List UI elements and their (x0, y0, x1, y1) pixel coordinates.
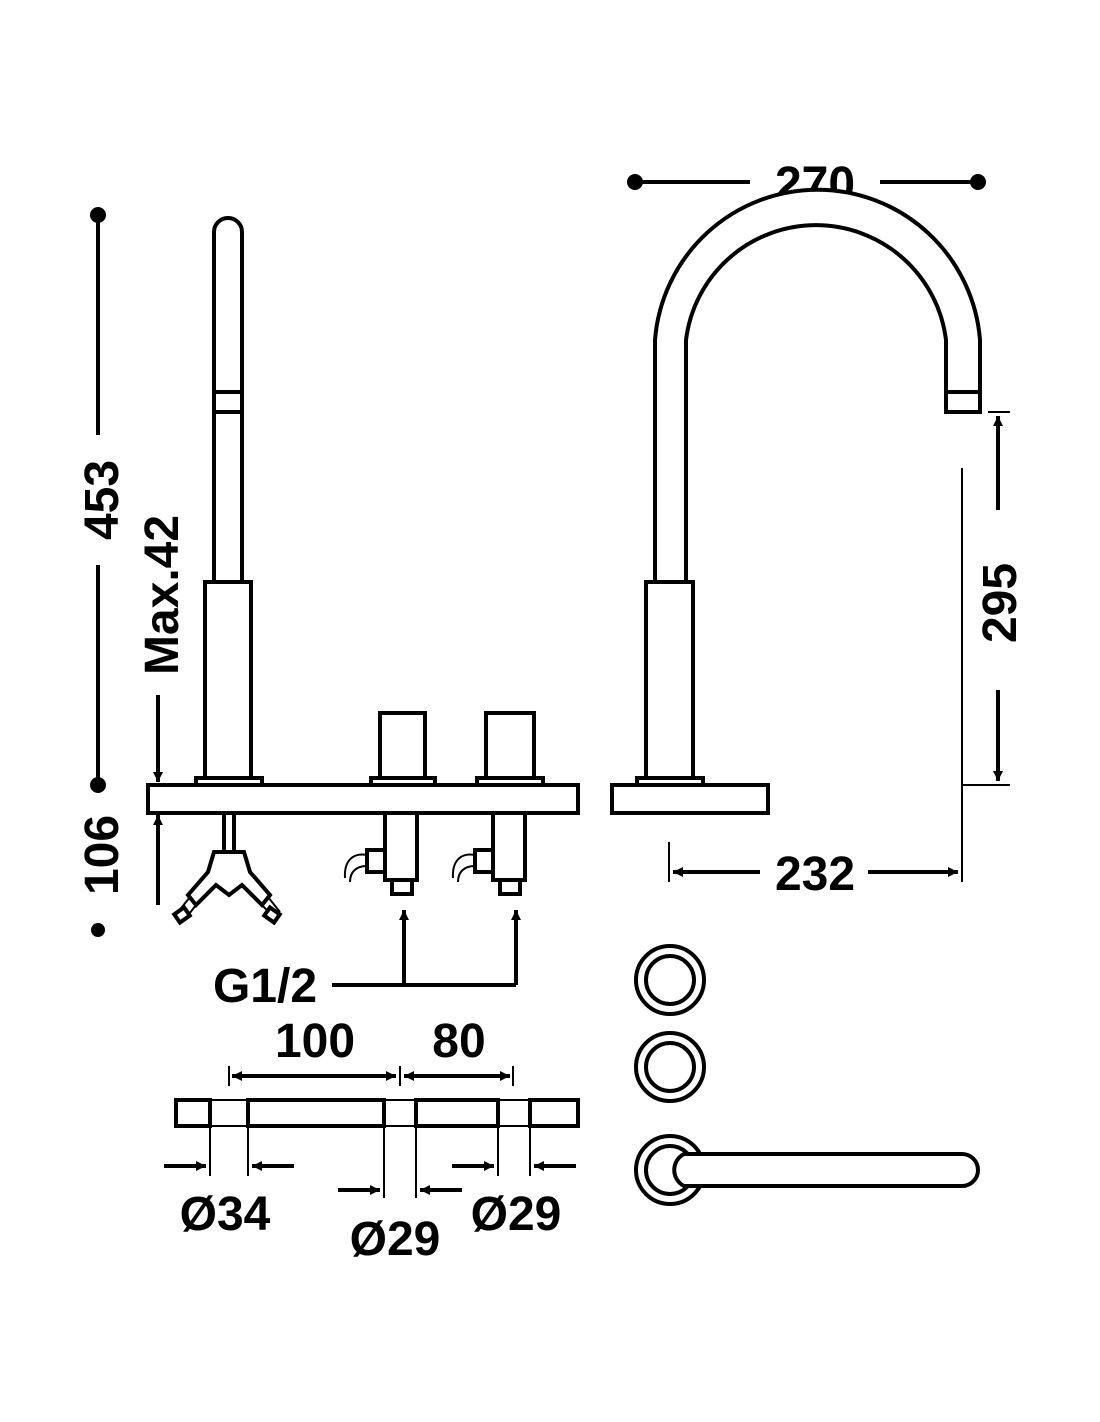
label-hole-diameter-spout: Ø34 (180, 1188, 271, 1241)
deck-section-side (610, 783, 770, 815)
label-connection-thread: G1/2 (213, 960, 317, 1013)
top-view (634, 944, 980, 1206)
spout-hoses (171, 813, 283, 926)
below-deck-dimension-106: 106 (76, 815, 129, 937)
label-hole-diameter-center: Ø29 (350, 1213, 441, 1266)
label-hole-diameter-right: Ø29 (471, 1188, 562, 1241)
spout-side (635, 187, 982, 787)
connection-leader: G1/2 (213, 910, 521, 1013)
deck-section (146, 783, 580, 815)
label-spacing-right: 80 (432, 1015, 485, 1068)
handle-top-1 (634, 944, 706, 1016)
label-outlet-height: 295 (974, 563, 1027, 643)
dimension-dot-bottom (90, 777, 106, 793)
valve-body-left (343, 811, 419, 896)
side-view: 270 295 232 (610, 158, 1027, 901)
handle-right-front (475, 711, 545, 787)
deck-thickness-dimension: Max.42 (136, 515, 189, 905)
label-spacing-left: 100 (275, 1015, 355, 1068)
spout-top (634, 1134, 980, 1206)
deck-with-holes (174, 1098, 580, 1128)
projection-dimension-232: 232 (668, 842, 958, 901)
label-deck-thickness: Max.42 (136, 515, 189, 675)
height-dimension-453: 453 (76, 207, 129, 793)
handle-top-2 (634, 1031, 706, 1103)
spout-front (194, 216, 264, 787)
outlet-height-dimension-295: 295 (961, 411, 1027, 882)
handle-left-front (369, 711, 437, 787)
label-spout-projection: 232 (775, 848, 855, 901)
hole-section: 100 80 Ø34 (164, 1015, 580, 1266)
label-total-height: 453 (76, 460, 129, 540)
front-view: G1/2 (146, 216, 580, 1013)
label-below-deck: 106 (76, 815, 129, 895)
valve-body-right (451, 811, 527, 896)
dimension-dot-lower (91, 923, 105, 937)
